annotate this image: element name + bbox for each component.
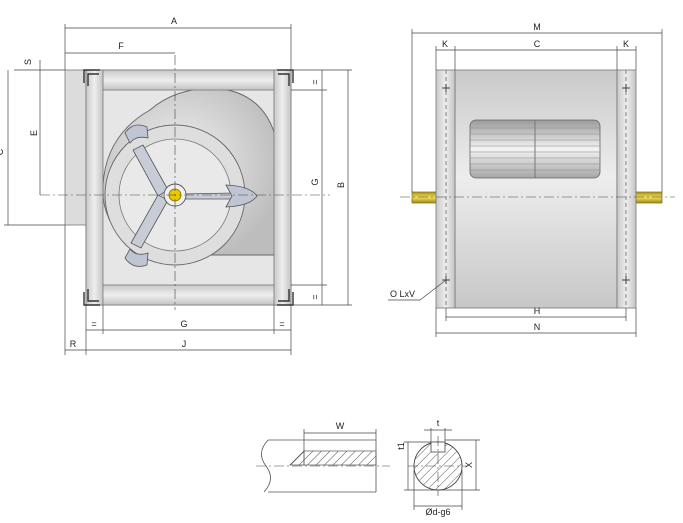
housing-body — [454, 69, 618, 309]
dim-g-horizontal-label: G — [180, 319, 187, 329]
dim-eq-bottom-label: = — [310, 294, 320, 299]
side-frame-right — [616, 69, 637, 309]
side-view: M K C K H N O LxV — [388, 22, 675, 337]
dim-eq-right-label: = — [279, 319, 284, 329]
dim-w-label: W — [336, 421, 345, 431]
dim-k-right-label: K — [623, 39, 629, 49]
dim-t-label: t — [437, 418, 440, 428]
front-view: A F S C E G B = = = = G J R — [0, 16, 352, 355]
keyway-section — [303, 450, 377, 466]
shaft-detail-body — [268, 440, 376, 492]
dim-hole-label: O LxV — [390, 289, 415, 299]
dim-j-label: J — [182, 339, 187, 349]
dim-n-label: N — [534, 322, 541, 332]
dim-r-label: R — [70, 339, 77, 349]
dim-a-label: A — [171, 16, 177, 26]
dim-k-left-label: K — [442, 39, 448, 49]
frame-top — [85, 69, 292, 91]
dim-x-label: X — [464, 462, 474, 468]
side-frame-left — [435, 69, 456, 309]
dim-eq-left-label: = — [91, 319, 96, 329]
dim-e-label: E — [29, 130, 39, 136]
dim-b-label: B — [336, 182, 346, 188]
dim-d-label: Ød-g6 — [425, 507, 450, 517]
frame-left — [85, 69, 104, 306]
outlet-flange — [64, 69, 87, 226]
side-dimensions — [388, 29, 663, 337]
keyway-slope — [289, 450, 305, 466]
support-arms — [124, 124, 258, 267]
dim-s-label: S — [23, 59, 33, 65]
frame-right — [273, 69, 292, 306]
dim-c-label: C — [0, 148, 5, 155]
dim-f-label: F — [118, 41, 124, 51]
frame-bottom — [85, 284, 292, 306]
dim-t1-label: t1 — [396, 442, 406, 450]
dim-m-label: M — [533, 22, 541, 32]
shaft-detail: W t t1 X Ød-g6 — [256, 418, 480, 517]
dim-c-side-label: C — [534, 39, 541, 49]
dim-h-label: H — [534, 306, 541, 316]
front-dimensions — [4, 24, 352, 355]
dim-g-vertical-label: G — [310, 178, 320, 185]
dim-eq-top-label: = — [310, 79, 320, 84]
